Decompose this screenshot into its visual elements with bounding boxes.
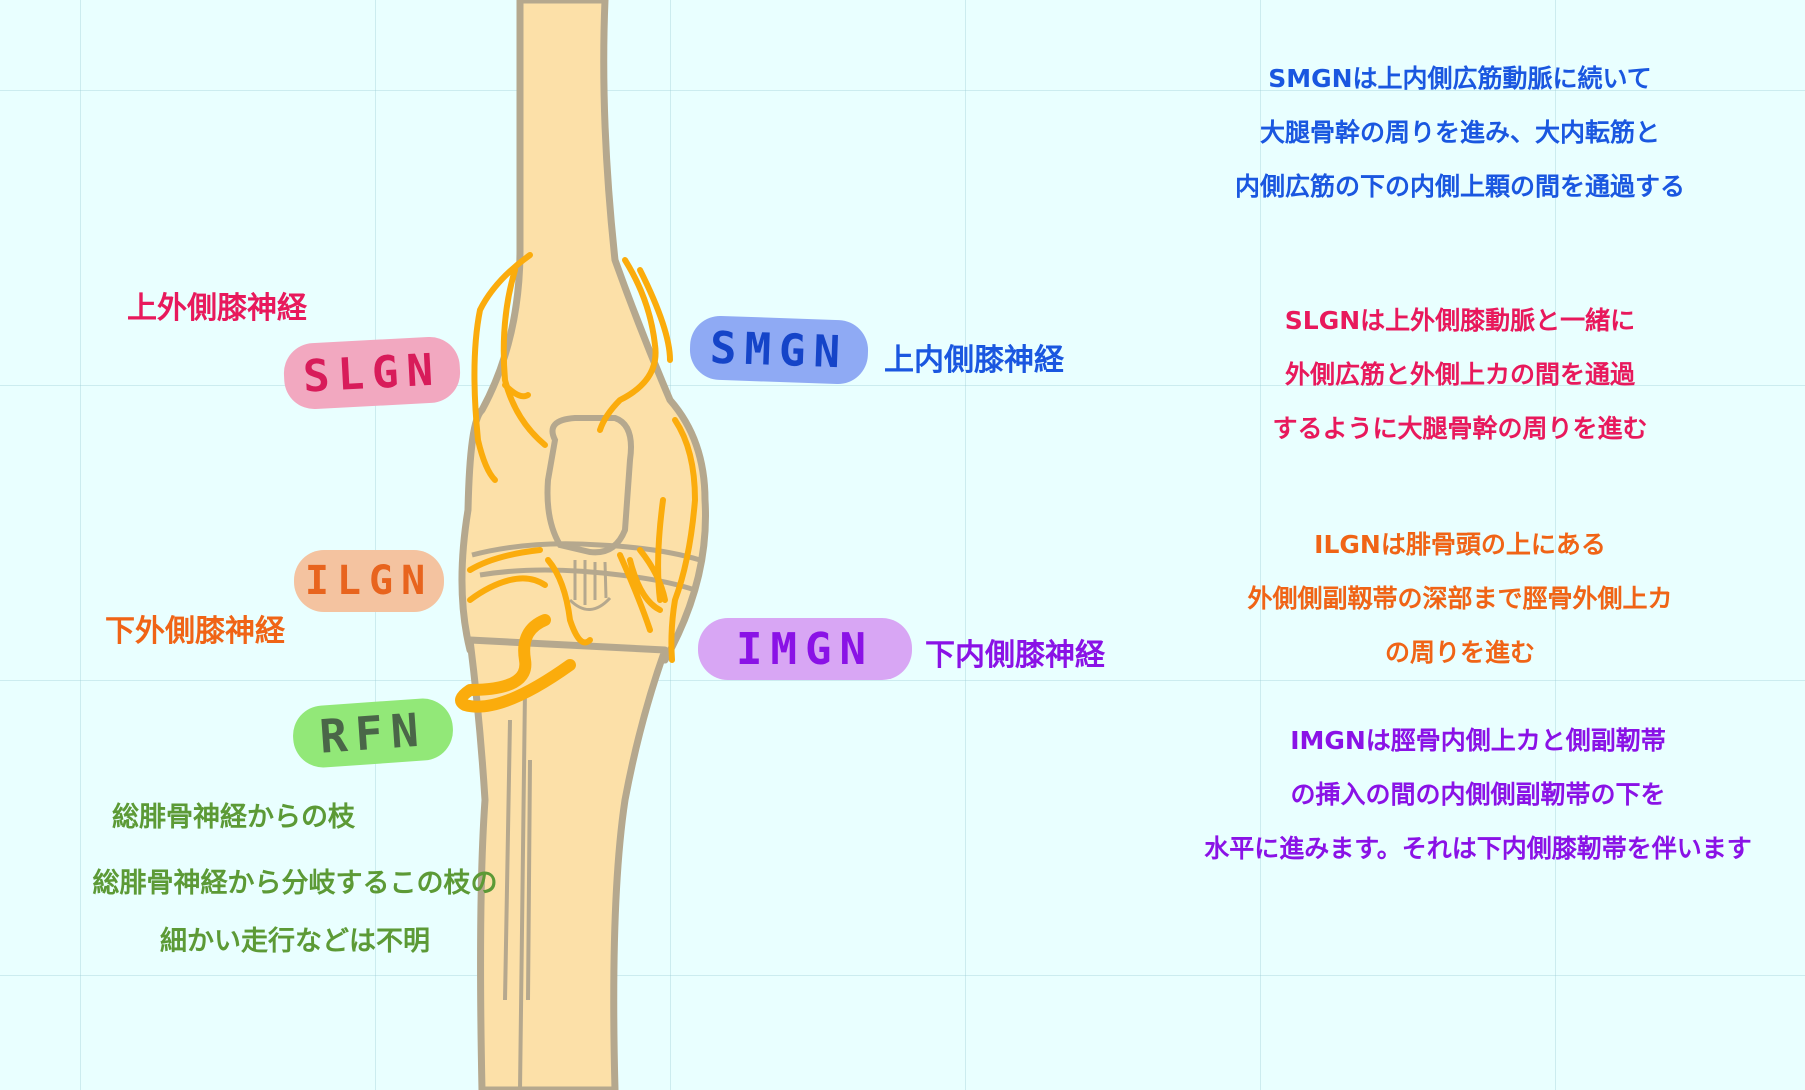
- rfn-note-line: 細かい走行などは不明: [160, 926, 430, 957]
- rfn-nerve: [455, 614, 576, 713]
- ilgn-name: 下外側膝神経: [105, 614, 285, 649]
- smgn-badge: SMGN: [688, 314, 870, 386]
- fibula-lines: [503, 689, 532, 1090]
- slgn-abbr: SLGN: [301, 343, 443, 403]
- rfn-abbr: RFN: [317, 702, 429, 764]
- rfn-badge: RFN: [291, 696, 455, 770]
- description-line: SLGNは上外側膝動脈と一緒に: [1284, 306, 1636, 335]
- rfn-note: 総腓骨神経から分岐するこの枝の 細かい走行などは不明: [60, 855, 530, 971]
- slgn-description: SLGNは上外側膝動脈と一緒に 外側広筋と外側上カの間を通過 するように大腿骨幹…: [1180, 294, 1740, 456]
- description-line: 水平に進みます。それは下内側膝靭帯を伴います: [1204, 834, 1752, 863]
- tibia: [466, 636, 669, 1090]
- description-line: の周りを進む: [1384, 638, 1535, 667]
- smgn-name: 上内側膝神経: [884, 343, 1064, 378]
- description-line: 大腿骨幹の周りを進み、大内転筋と: [1259, 118, 1660, 147]
- patella: [544, 415, 634, 556]
- rfn-name: 総腓骨神経からの枝: [112, 802, 355, 833]
- smgn-abbr: SMGN: [709, 322, 849, 378]
- imgn-name: 下内側膝神経: [925, 638, 1105, 673]
- ilgn-abbr: ILGN: [304, 558, 434, 604]
- nerve-paths: [467, 252, 698, 663]
- description-line: IMGNは脛骨内側上カと側副靭帯: [1290, 726, 1666, 755]
- smgn-description: SMGNは上内側広筋動脈に続いて 大腿骨幹の周りを進み、大内転筋と 内側広筋の下…: [1180, 52, 1740, 214]
- slgn-name: 上外側膝神経: [127, 291, 307, 326]
- ilgn-badge: ILGN: [294, 550, 444, 612]
- description-line: の挿入の間の内側側副靭帯の下を: [1290, 780, 1666, 809]
- description-line: ILGNは腓骨頭の上にある: [1314, 530, 1606, 559]
- femur: [458, 0, 709, 664]
- description-line: SMGNは上内側広筋動脈に続いて: [1268, 64, 1652, 93]
- slgn-badge: SLGN: [282, 335, 462, 411]
- ilgn-description: ILGNは腓骨頭の上にある 外側側副靱帯の深部まで脛骨外側上カ の周りを進む: [1180, 518, 1740, 680]
- description-line: 内側広筋の下の内側上顆の間を通過する: [1234, 172, 1685, 201]
- imgn-description: IMGNは脛骨内側上カと側副靭帯 の挿入の間の内側側副靭帯の下を 水平に進みます…: [1168, 714, 1788, 876]
- description-line: するように大腿骨幹の周りを進む: [1272, 414, 1648, 443]
- description-line: 外側広筋と外側上カの間を通過: [1284, 360, 1635, 389]
- rfn-note-line: 総腓骨神経から分岐するこの枝の: [92, 868, 498, 899]
- imgn-abbr: IMGN: [736, 623, 874, 675]
- joint-lines-vertical: [568, 560, 612, 611]
- description-line: 外側側副靱帯の深部まで脛骨外側上カ: [1247, 584, 1673, 613]
- imgn-badge: IMGN: [698, 618, 912, 680]
- joint-line: [471, 541, 701, 593]
